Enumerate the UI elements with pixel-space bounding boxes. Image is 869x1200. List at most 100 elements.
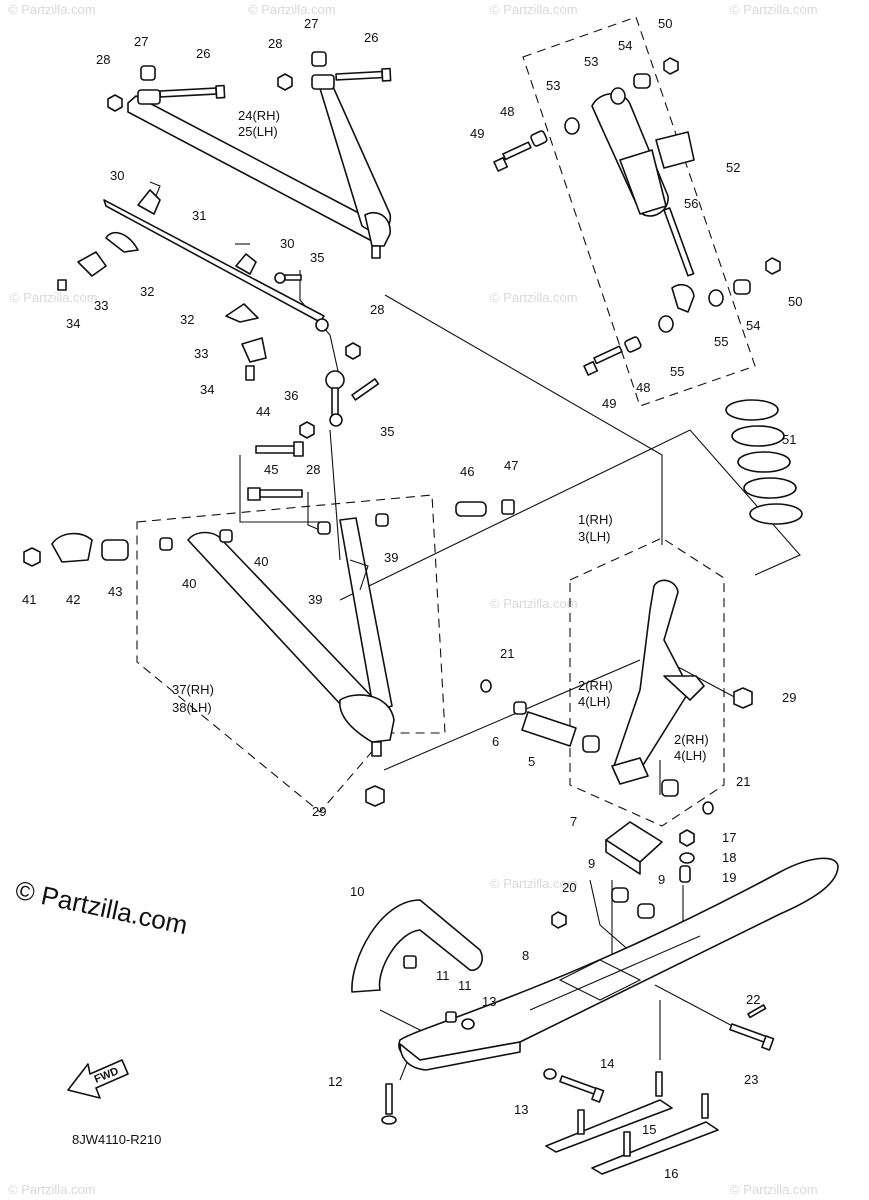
callout-label: 29 bbox=[782, 690, 796, 705]
callout-label: 8 bbox=[522, 948, 529, 963]
callout-label: 32 bbox=[140, 284, 154, 299]
callout-label: 16 bbox=[664, 1166, 678, 1181]
callout-label: 12 bbox=[328, 1074, 342, 1089]
callout-label: 3(LH) bbox=[578, 529, 611, 544]
callout-label: 35 bbox=[310, 250, 324, 265]
callout-label: 4(LH) bbox=[578, 694, 611, 709]
collar-39 bbox=[317, 513, 389, 535]
callout-label: 40 bbox=[182, 576, 196, 591]
nut-17 bbox=[679, 829, 695, 847]
leader-line bbox=[307, 492, 321, 531]
callout-label: 28 bbox=[306, 462, 320, 477]
callout-label: 21 bbox=[736, 774, 750, 789]
watermark: © Partzilla.com bbox=[8, 1182, 96, 1197]
bolt-23 bbox=[729, 1023, 775, 1051]
nut-20 bbox=[551, 911, 567, 929]
callout-label: 1(RH) bbox=[578, 512, 613, 527]
bushing-5 bbox=[521, 711, 577, 747]
callout-label: 35 bbox=[380, 424, 394, 439]
runner-16 bbox=[591, 1093, 719, 1175]
callout-label: 48 bbox=[500, 104, 514, 119]
nut-47 bbox=[501, 499, 515, 515]
collar-54 bbox=[633, 73, 751, 295]
clamp-33 bbox=[77, 251, 267, 363]
callout-label: 27 bbox=[304, 16, 318, 31]
callout-label: 5 bbox=[528, 754, 535, 769]
callout-label: 9 bbox=[658, 872, 665, 887]
shock-absorber bbox=[591, 92, 695, 313]
callout-label: 49 bbox=[602, 396, 616, 411]
collar-6 bbox=[513, 701, 527, 715]
bushing-9 bbox=[611, 887, 655, 919]
damper-block-7 bbox=[605, 821, 663, 875]
callout-label: 54 bbox=[618, 38, 632, 53]
callout-label: 29 bbox=[312, 804, 326, 819]
watermark: © Partzilla.com bbox=[490, 2, 578, 17]
bolt-45 bbox=[247, 487, 303, 501]
callout-label: 40 bbox=[254, 554, 268, 569]
callout-label: 54 bbox=[746, 318, 760, 333]
callout-label: 39 bbox=[308, 592, 322, 607]
watermark: © Partzilla.com bbox=[248, 2, 336, 17]
fwd-arrow-icon: FWD bbox=[67, 1059, 129, 1099]
bolt-34 bbox=[57, 279, 255, 381]
handle-10 bbox=[351, 899, 483, 993]
callout-label: 19 bbox=[722, 870, 736, 885]
bushing-27 bbox=[140, 51, 327, 81]
pin-22 bbox=[747, 1004, 767, 1019]
callout-label: 2(RH) bbox=[578, 678, 613, 693]
callout-label: 50 bbox=[658, 16, 672, 31]
watermark: © Partzilla.com bbox=[10, 290, 98, 305]
callout-label: 22 bbox=[746, 992, 760, 1007]
washer-53 bbox=[564, 87, 626, 135]
callout-label: 41 bbox=[22, 592, 36, 607]
watermark: © Partzilla.com bbox=[490, 596, 578, 611]
leader-line bbox=[329, 429, 341, 561]
callout-label: 17 bbox=[722, 830, 736, 845]
watermark-large: © Partzilla.com bbox=[13, 875, 191, 941]
spring-51 bbox=[725, 399, 803, 525]
callout-label: 9 bbox=[588, 856, 595, 871]
watermark-layer: © Partzilla.com © Partzilla.com © Partzi… bbox=[8, 2, 818, 1197]
callout-label: 2(RH) bbox=[674, 732, 709, 747]
callout-label: 21 bbox=[500, 646, 514, 661]
nut-28 bbox=[107, 73, 361, 439]
callout-label: 20 bbox=[562, 880, 576, 895]
callout-label: 56 bbox=[684, 196, 698, 211]
spindle-group-outline bbox=[569, 537, 725, 827]
callout-label: 50 bbox=[788, 294, 802, 309]
collar-2 bbox=[582, 735, 679, 797]
nut-11 bbox=[403, 955, 457, 1023]
collar-48 bbox=[530, 130, 642, 353]
callout-label: 25(LH) bbox=[238, 124, 278, 139]
callout-label: 49 bbox=[470, 126, 484, 141]
runner-15 bbox=[545, 1071, 673, 1153]
callout-label: 28 bbox=[268, 36, 282, 51]
callout-label: 43 bbox=[108, 584, 122, 599]
bolt-12 bbox=[381, 1083, 397, 1125]
nut-50 bbox=[663, 57, 781, 275]
callout-label: 53 bbox=[584, 54, 598, 69]
callout-label: 26 bbox=[364, 30, 378, 45]
watermark: © Partzilla.com bbox=[730, 1182, 818, 1197]
callout-label: 42 bbox=[66, 592, 80, 607]
leader-line bbox=[383, 659, 641, 771]
callout-label: 34 bbox=[200, 382, 214, 397]
spindle bbox=[611, 579, 705, 785]
callout-label: 14 bbox=[600, 1056, 614, 1071]
shock-group-outline bbox=[522, 16, 756, 407]
nut-41 bbox=[23, 547, 41, 567]
callout-label: 6 bbox=[492, 734, 499, 749]
lower-arm-group-outline bbox=[136, 494, 446, 813]
nut-29 bbox=[365, 687, 753, 807]
leader-line bbox=[384, 294, 663, 545]
callout-label: 33 bbox=[194, 346, 208, 361]
callout-label: 7 bbox=[570, 814, 577, 829]
watermark: © Partzilla.com bbox=[490, 876, 578, 891]
callout-label: 36 bbox=[284, 388, 298, 403]
diagram-code: 8JW4110-R210 bbox=[72, 1132, 161, 1147]
callout-label: 28 bbox=[370, 302, 384, 317]
callout-label: 24(RH) bbox=[238, 108, 280, 123]
callout-label: 27 bbox=[134, 34, 148, 49]
